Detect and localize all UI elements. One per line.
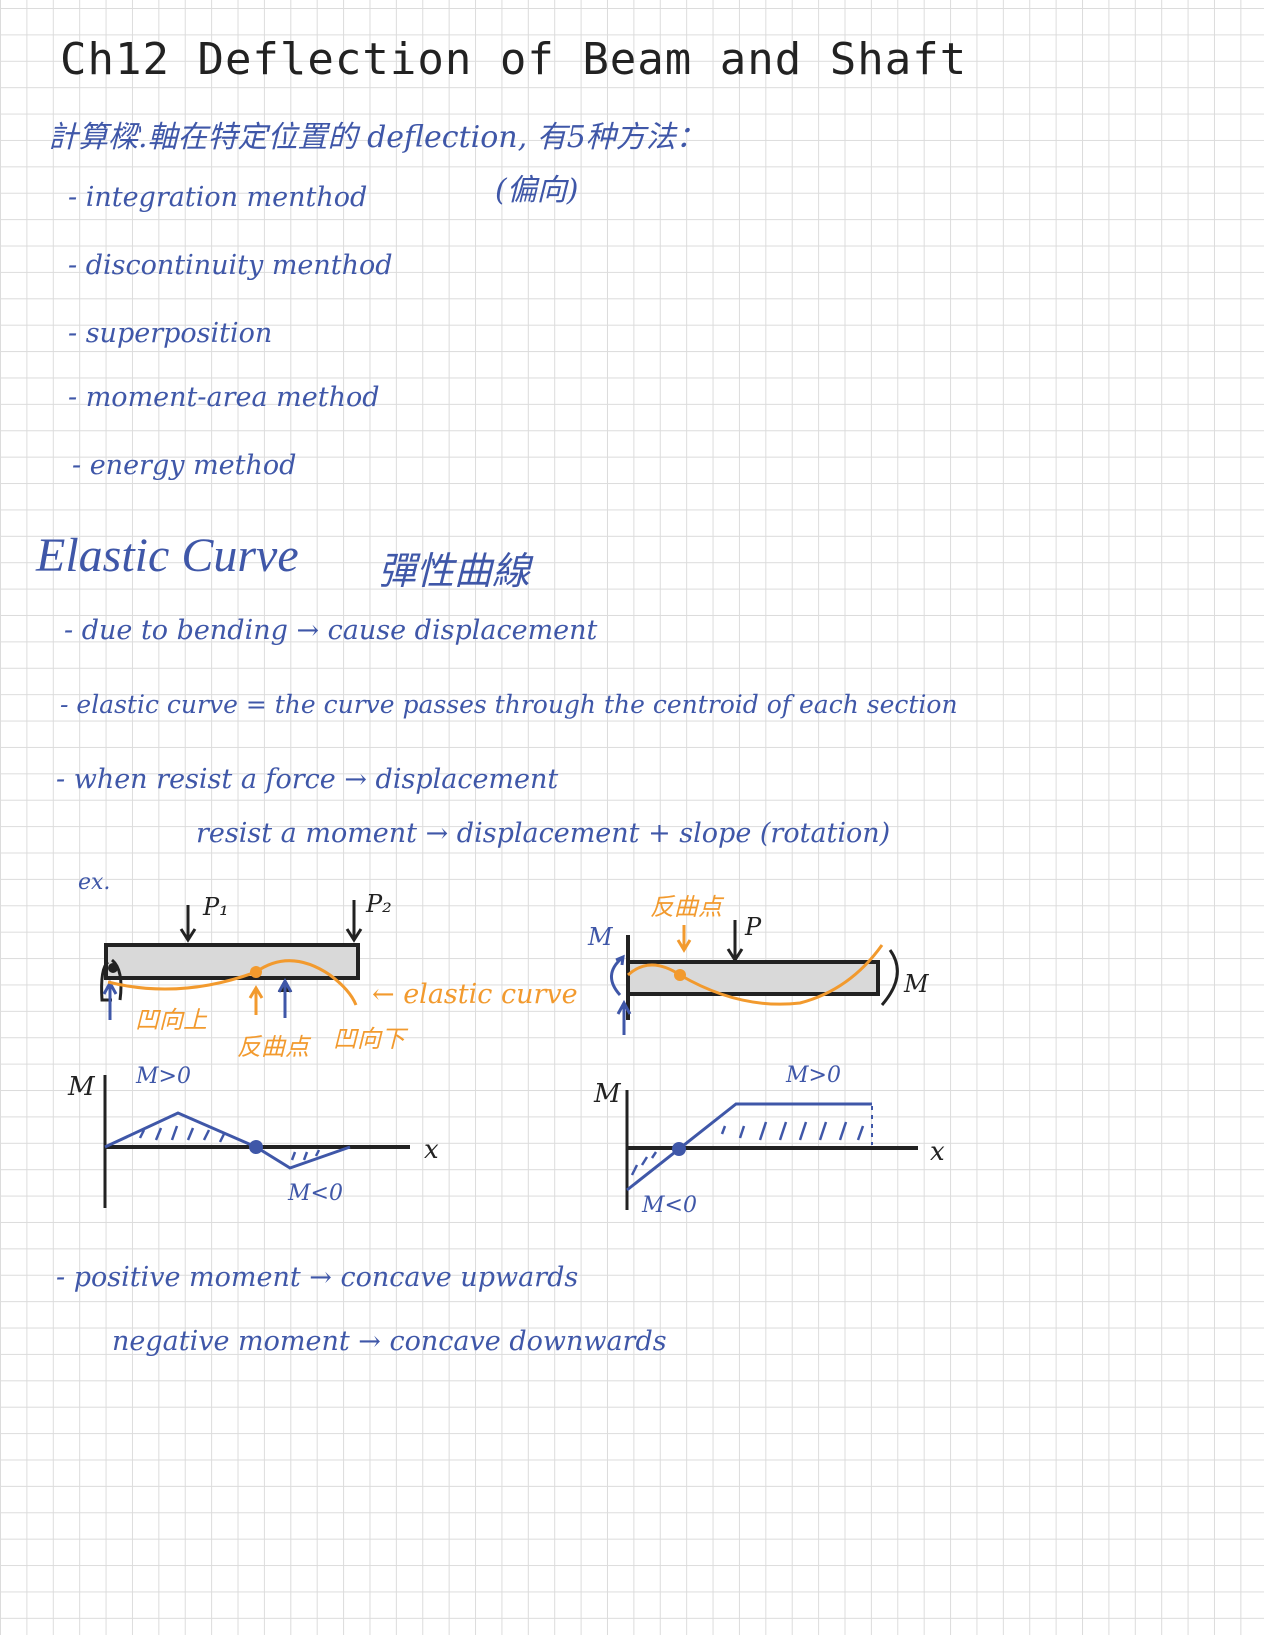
- load-arrow-p1: [179, 905, 197, 943]
- method-item: - energy method: [72, 450, 297, 481]
- page-title: Ch12 Deflection of Beam and Shaft: [60, 34, 968, 85]
- intro-line: 計算樑.軸在特定位置的 deflection, 有5种方法：: [48, 120, 706, 155]
- negative-label: M<0: [287, 1181, 343, 1206]
- axis-label-x: x: [930, 1137, 945, 1167]
- concave-up-label: 凹向上: [135, 1006, 208, 1034]
- bullet: - elastic curve = the curve passes throu…: [60, 690, 958, 719]
- axis-label-y: M: [67, 1072, 96, 1102]
- moment-arrow-right: [880, 949, 899, 1006]
- p1-label: P₁: [202, 893, 229, 921]
- moment-label-right: M: [903, 970, 930, 998]
- left-beam-diagram: P₁ P₂ 凹向上 反曲点 凹向下 ← elastic curve: [100, 890, 578, 1061]
- pin-support: [100, 958, 123, 1002]
- elastic-curve: [107, 959, 358, 1006]
- axis-label-y: M: [593, 1079, 622, 1109]
- intro-note: (偏向): [495, 173, 579, 208]
- left-moment-diagram: M x M>0 M<0: [67, 1064, 439, 1208]
- positive-label: M>0: [135, 1064, 191, 1089]
- inflection-label: 反曲点: [650, 893, 725, 921]
- method-item: - superposition: [68, 318, 273, 349]
- load-arrow-p2: [345, 900, 363, 943]
- concave-down-label: 凹向下: [333, 1025, 409, 1053]
- moment-label-left: M: [587, 923, 614, 951]
- negative-label: M<0: [641, 1193, 697, 1218]
- axis-label-x: x: [424, 1135, 439, 1165]
- bullet: resist a moment → displacement + slope (…: [196, 818, 891, 849]
- conclusion-line: negative moment → concave downwards: [112, 1326, 667, 1357]
- right-beam-diagram: P 反曲点 M M: [587, 893, 930, 1035]
- conclusion-line: - positive moment → concave upwards: [56, 1262, 579, 1293]
- positive-label: M>0: [785, 1063, 841, 1088]
- p-label: P: [744, 913, 762, 941]
- inflection-label: 反曲点: [237, 1033, 312, 1061]
- bullet: - due to bending → cause displacement: [64, 615, 598, 646]
- load-arrow-p: [726, 920, 744, 963]
- inflection-point: [250, 966, 262, 978]
- elastic-curve-label: ← elastic curve: [372, 979, 578, 1010]
- method-item: - moment-area method: [68, 382, 380, 413]
- method-item: - discontinuity menthod: [68, 250, 393, 281]
- beam: [104, 943, 360, 980]
- bullet: - when resist a force → displacement: [56, 764, 559, 795]
- elastic-curve: [626, 944, 884, 1006]
- method-item: - integration menthod: [68, 182, 368, 213]
- right-moment-diagram: M x M>0 M<0: [593, 1063, 945, 1218]
- section-heading: Elastic Curve: [36, 529, 299, 582]
- example-label: ex.: [78, 870, 111, 895]
- p2-label: P₂: [365, 890, 392, 918]
- section-heading-cn: 彈性曲線: [378, 549, 531, 593]
